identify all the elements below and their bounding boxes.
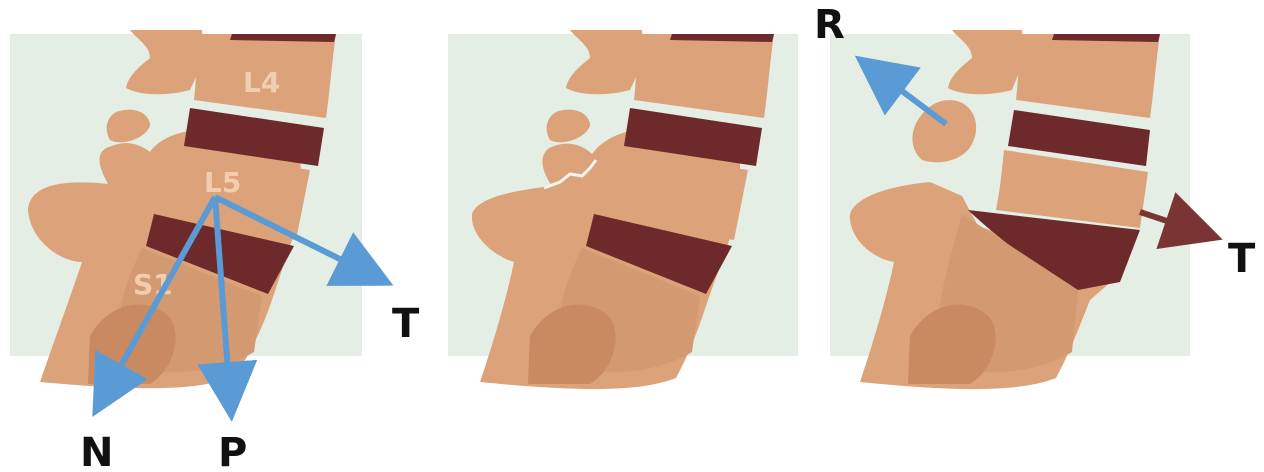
vector-label-t: T bbox=[392, 301, 420, 347]
vector-label-t2: T bbox=[1228, 236, 1256, 282]
vector-label-p: P bbox=[218, 430, 247, 472]
panel-spondylolisthesis: R T bbox=[814, 2, 1256, 389]
vertebra-label-l4: L4 bbox=[243, 66, 280, 99]
panel-pars-fracture bbox=[448, 30, 798, 389]
panel-normal: L4 L5 S1 T N P bbox=[10, 30, 420, 472]
vector-label-n: N bbox=[80, 430, 113, 472]
vertebra-label-l5: L5 bbox=[204, 166, 241, 199]
vector-label-r: R bbox=[814, 2, 845, 48]
